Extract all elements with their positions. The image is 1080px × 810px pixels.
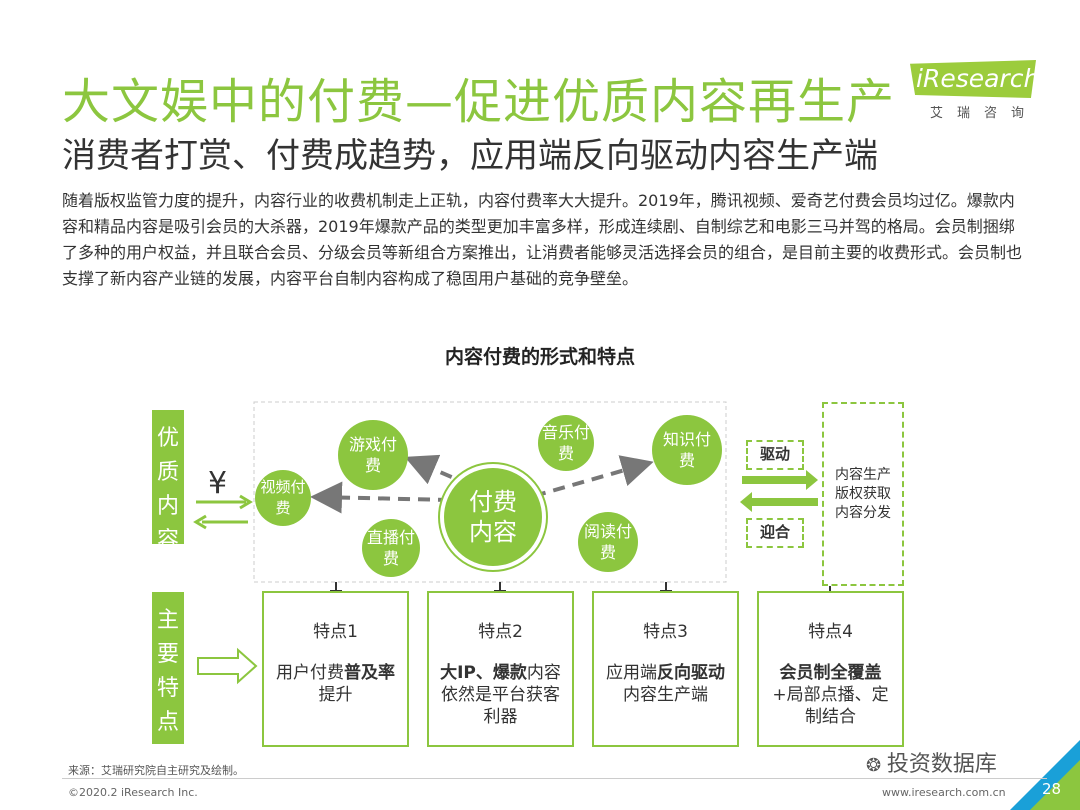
iresearch-logo: iResearch 艾瑞咨询 (902, 60, 1040, 124)
arrow-to-features (197, 647, 258, 685)
circle-reading-text: 阅读付费 (583, 522, 632, 562)
circle-knowledge-pay: 知识付费 (652, 415, 722, 485)
feature-desc: 大IP、爆款内容依然是平台获客利器 (440, 663, 561, 727)
feature-box-3: 特点3 应用端反向驱动内容生产端 (592, 591, 739, 747)
arrow-to-video (310, 481, 451, 514)
logo-cn: 艾瑞咨询 (930, 106, 1039, 121)
feature-title: 特点2 (478, 622, 523, 642)
circle-live-text: 直播付费 (366, 528, 415, 568)
center-text: 付费内容 (469, 488, 517, 546)
feature-desc: 应用端反向驱动内容生产端 (606, 663, 725, 705)
main-features-text: 主要特点 (157, 608, 180, 735)
circle-live-pay: 直播付费 (362, 519, 420, 577)
quality-content-text: 优质内容 (157, 426, 180, 553)
circle-paid-content: 付费内容 (444, 468, 542, 566)
wechat-watermark: ❂ 投资数据库 (866, 746, 997, 778)
feature-box-2: 特点2 大IP、爆款内容依然是平台获客利器 (427, 591, 574, 747)
cater-label: 迎合 (746, 518, 804, 548)
website: www.iresearch.com.cn (882, 786, 1006, 799)
circle-video-pay: 视频付费 (255, 470, 311, 526)
circle-video-text: 视频付费 (260, 478, 306, 517)
page-title: 大文娱中的付费—促进优质内容再生产 (62, 74, 896, 130)
production-text: 内容生产 版权获取 内容分发 (835, 467, 891, 521)
logo-flag (910, 60, 1036, 98)
arrow-to-knowledge (533, 455, 654, 498)
footer-divider (62, 778, 1047, 779)
circle-game-pay: 游戏付费 (338, 420, 408, 490)
arrow-drive (742, 476, 808, 484)
drive-label: 驱动 (746, 440, 804, 470)
circle-music-text: 音乐付费 (541, 423, 590, 463)
body-paragraph: 随着版权监管力度的提升，内容行业的收费机制走上正轨，内容付费率大大提升。2019… (62, 191, 1023, 288)
production-box (822, 402, 904, 586)
feature-title: 特点4 (808, 622, 853, 642)
wechat-icon: ❂ (866, 755, 887, 776)
wechat-name: 投资数据库 (886, 752, 997, 777)
quality-content-label: 优质内容 (152, 410, 184, 553)
diagram-title: 内容付费的形式和特点 (444, 346, 635, 368)
source-note: 来源：艾瑞研究院自主研究及绘制。 (68, 764, 244, 777)
feature-box-4: 特点4 会员制全覆盖+局部点播、定制结合 (757, 591, 904, 747)
circle-game-text: 游戏付费 (348, 435, 397, 475)
circle-knowledge-text: 知识付费 (662, 430, 711, 470)
currency-symbol: ¥ (208, 466, 228, 501)
feature-title: 特点1 (313, 622, 358, 642)
circles-area-border (253, 401, 727, 583)
circle-music-pay: 音乐付费 (538, 415, 594, 471)
circle-reading-pay: 阅读付费 (578, 512, 638, 572)
feature-desc: 用户付费普及率提升 (276, 663, 395, 705)
logo-name: iResearch (916, 64, 1040, 93)
feature-box-1: 特点1 用户付费普及率提升 (262, 591, 409, 747)
feature-title: 特点3 (643, 622, 688, 642)
copyright: ©2020.2 iResearch Inc. (68, 786, 198, 799)
feature-desc: 会员制全覆盖+局部点播、定制结合 (772, 663, 889, 727)
main-features-label: 主要特点 (152, 592, 184, 744)
page-number: 28 (1042, 780, 1062, 798)
arrow-cater (750, 498, 818, 506)
page-subtitle: 消费者打赏、付费成趋势，应用端反向驱动内容生产端 (62, 136, 878, 176)
